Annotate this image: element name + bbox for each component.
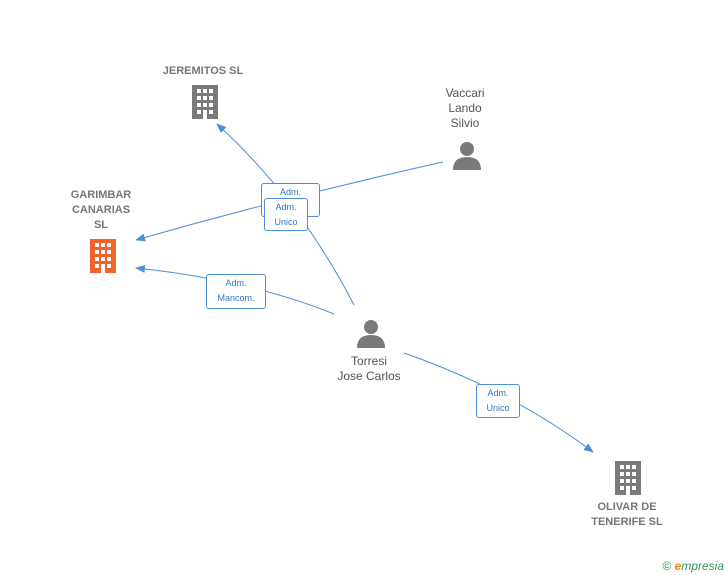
jeremitos-label[interactable]: JEREMITOS SL [162, 65, 244, 77]
person-icon[interactable] [452, 140, 482, 170]
edge-label-torresi-olivar[interactable]: Adm. Unico [476, 384, 520, 418]
vaccari-label[interactable]: Vaccari Lando Silvio [445, 86, 485, 130]
olivar-label[interactable]: OLIVAR DE TENERIFE SL [591, 501, 663, 528]
garimbar-label[interactable]: GARIMBAR CANARIAS SL [70, 189, 132, 231]
empresia-brand[interactable]: © empresia [662, 559, 724, 573]
person-icon[interactable] [356, 318, 386, 348]
brand-e: e [674, 559, 682, 573]
copyright-icon: © [662, 559, 672, 573]
edge-label-torresi-garimbar[interactable]: Adm. Mancom. [206, 274, 266, 309]
building-icon[interactable] [613, 461, 643, 495]
brand-name: mpresia [681, 559, 724, 573]
building-icon[interactable] [190, 85, 220, 119]
building-icon[interactable] [88, 239, 118, 273]
edge-label-torresi-jeremitos[interactable]: Adm. Unico [264, 198, 308, 231]
torresi-label[interactable]: Torresi Jose Carlos [337, 354, 401, 383]
